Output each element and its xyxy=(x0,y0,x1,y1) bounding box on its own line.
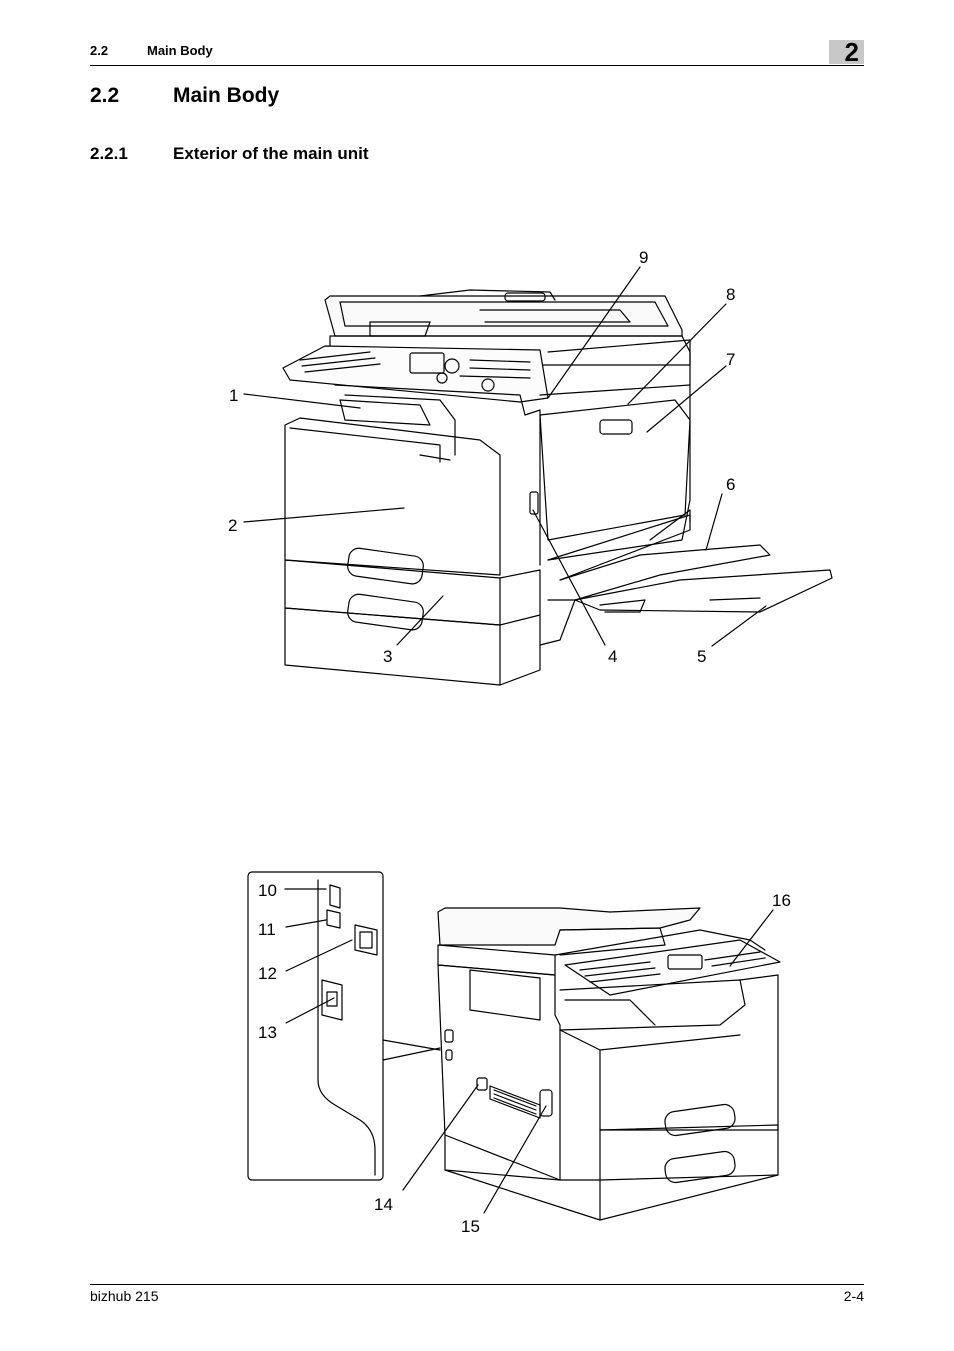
callout-6: 6 xyxy=(726,475,735,494)
callout-15: 15 xyxy=(461,1217,480,1236)
rear-printer-illustration xyxy=(437,907,781,1221)
heading-title: Main Body xyxy=(173,84,280,107)
callout-7: 7 xyxy=(726,350,735,369)
callout-12: 12 xyxy=(258,964,277,983)
chapter-number: 2 xyxy=(844,37,859,67)
connector-inset xyxy=(247,871,441,1181)
callout-13: 13 xyxy=(258,1023,277,1042)
front-printer-illustration xyxy=(282,289,833,686)
callout-9: 9 xyxy=(639,248,648,267)
callout-14: 14 xyxy=(374,1195,393,1214)
callout-11: 11 xyxy=(258,920,276,939)
callout-8: 8 xyxy=(726,285,735,304)
rear-callout-labels: 10 11 12 13 14 15 16 xyxy=(258,881,791,1236)
footer-page-number: 2-4 xyxy=(843,1288,864,1304)
callout-10: 10 xyxy=(258,881,277,900)
chapter-tab: 2 xyxy=(829,37,864,67)
subheading-number: 2.2.1 xyxy=(90,144,128,163)
callout-2: 2 xyxy=(228,516,237,535)
front-callout-labels: 1 2 3 4 5 6 7 8 9 xyxy=(228,248,735,666)
heading-number: 2.2 xyxy=(90,84,120,107)
callout-5: 5 xyxy=(697,647,706,666)
header-rule xyxy=(90,65,864,66)
callout-1: 1 xyxy=(229,386,238,405)
front-callout-leaders xyxy=(243,266,767,647)
callout-4: 4 xyxy=(608,647,617,666)
subheading-title: Exterior of the main unit xyxy=(173,144,369,163)
running-header-section-number: 2.2 xyxy=(90,43,109,58)
rear-callout-leaders xyxy=(284,888,774,1214)
footer-product-name: bizhub 215 xyxy=(90,1288,159,1304)
footer-rule xyxy=(90,1284,864,1285)
running-header-section-title: Main Body xyxy=(147,43,213,58)
callout-3: 3 xyxy=(383,647,392,666)
callout-16: 16 xyxy=(772,891,791,910)
